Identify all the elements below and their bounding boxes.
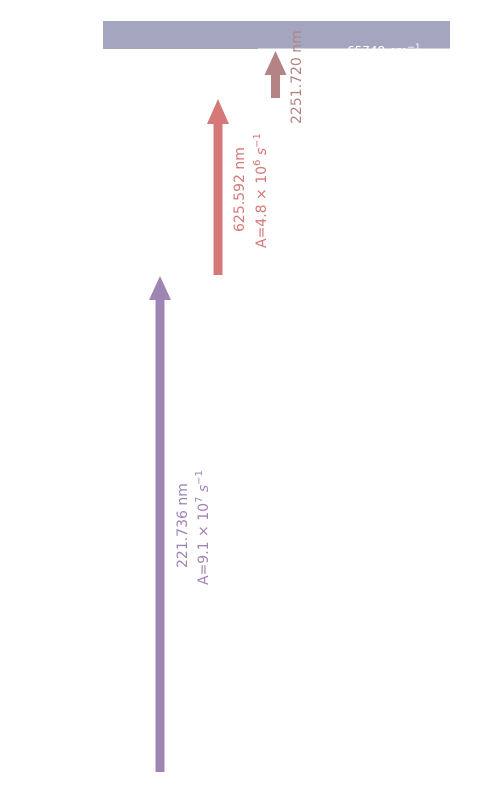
arrow-head	[149, 276, 171, 300]
transition-arrow-2251nm	[264, 51, 287, 98]
transition-rate-label-625nm: A=4.8 × 106 s−1	[252, 133, 270, 248]
transition-rate-label-221nm: A=9.1 × 107 s−1	[194, 470, 212, 585]
transition-wavelength-label-625nm: 625.592 nm	[232, 147, 248, 232]
arrow-head	[264, 51, 287, 75]
transition-wavelength-label-221nm: 221.736 nm	[175, 483, 191, 568]
transition-wavelength-label-2251nm: 2251.720 nm	[289, 30, 305, 124]
energy-level-band	[103, 21, 450, 49]
energy-level-label: 65748 cm−1	[347, 43, 421, 58]
arrow-head	[207, 99, 229, 124]
arrow-shaft	[213, 122, 223, 275]
transition-arrow-221nm	[149, 276, 171, 772]
arrow-shaft	[155, 297, 165, 772]
arrow-shaft	[271, 72, 280, 98]
transition-arrow-625nm	[207, 99, 229, 275]
